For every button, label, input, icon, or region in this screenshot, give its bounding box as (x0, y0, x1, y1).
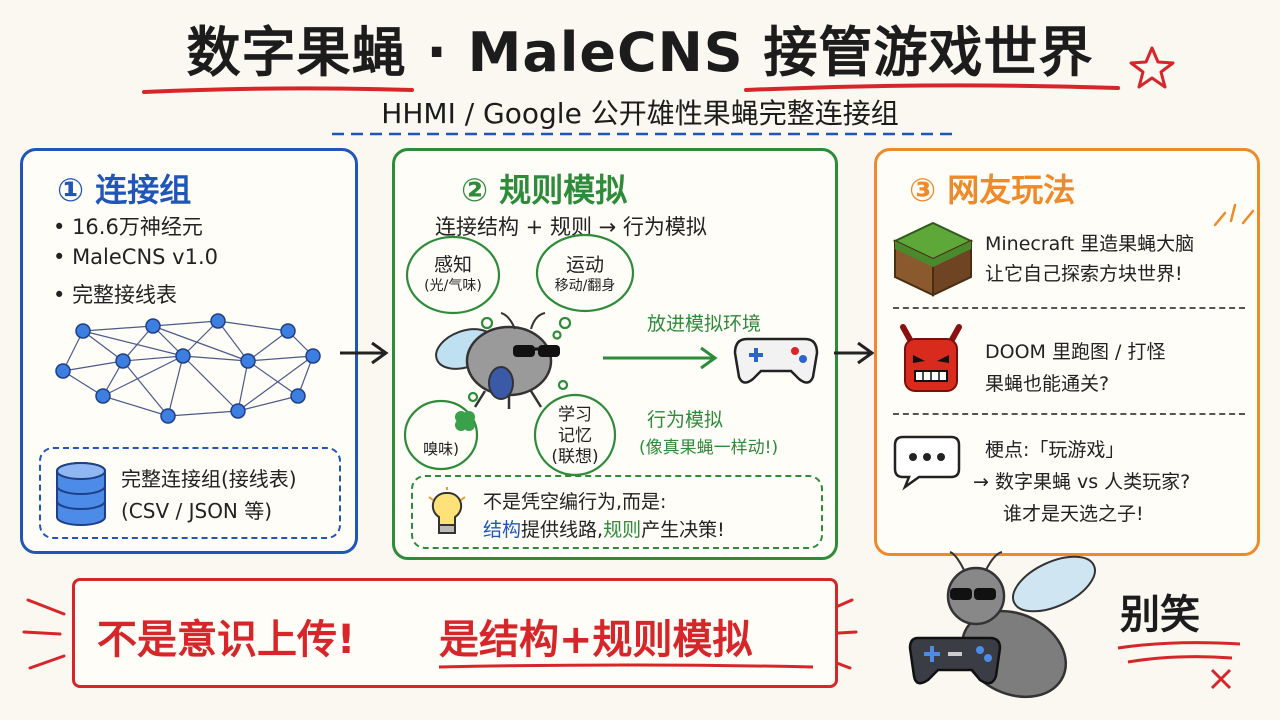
fly-gamer-mascot (908, 551, 1096, 699)
note-line2: 结构提供线路,规则产生决策! (483, 519, 725, 541)
item1-line1: Minecraft 里造果蝇大脑 (985, 233, 1195, 255)
bubble-sense: 感知 (光/气味) (424, 254, 482, 295)
thought-bubbles (403, 233, 635, 477)
database-box: 完整连接组(接线表) (CSV / JSON 等) (39, 447, 341, 539)
panel2-title: ② 规则模拟 (461, 171, 628, 209)
bullet-wiring: • 完整接线表 (53, 283, 178, 307)
corner-label-marks (1117, 641, 1241, 690)
corner-label: 别笑 (1120, 592, 1200, 638)
panel2-subtitle: 连接结构 + 规则 → 行为模拟 (435, 215, 707, 239)
sparkle-icon (1213, 203, 1255, 227)
bullet-neurons: • 16.6万神经元 (53, 215, 203, 239)
db-line1: 完整连接组(接线表) (121, 467, 297, 491)
panel-rule-simulation: ② 规则模拟 连接结构 + 规则 → 行为模拟 感知 (光/气味) 运动 移动/… (392, 148, 838, 560)
item3-line1: 梗点:「玩游戏」 (985, 439, 1125, 461)
note-line1: 不是凭空编行为,而是: (483, 491, 667, 513)
speech-bubble-icon (893, 435, 961, 491)
arrow-right-icon (340, 341, 389, 365)
page-title: 数字果蝇 · MaleCNS 接管游戏世界 (186, 21, 1094, 84)
lightbulb-icon (428, 487, 466, 534)
db-line2: (CSV / JSON 等) (121, 499, 273, 523)
minecraft-block-icon (892, 221, 974, 297)
game-controller-icon (733, 337, 819, 384)
panel1-title: ① 连接组 (57, 171, 192, 209)
item2-line2: 果蝇也能通关? (985, 373, 1110, 395)
title-underline-left (142, 86, 414, 94)
bubble-smell: 嗅味) (405, 409, 477, 460)
arrow-right-icon-2 (834, 341, 875, 365)
banner-part1: 不是意识上传! (97, 617, 356, 663)
arrow-label: 放进模拟环境 (647, 313, 762, 335)
network-graph-illustration (55, 313, 321, 424)
demon-face-icon (900, 324, 962, 392)
panel-netizen-play: ③ 网友玩法 Minecraft 里造果蝇大脑 让它自己探索方块世界! DOOM… (874, 148, 1260, 556)
item3-line3: 谁才是天选之子! (1003, 503, 1144, 525)
note-box: 不是凭空编行为,而是: 结构提供线路,规则产生决策! (411, 475, 823, 549)
banner-part2: 是结构+规则模拟 (439, 617, 753, 663)
bullet-version: • MaleCNS v1.0 (53, 245, 219, 269)
subtitle-underline (332, 132, 956, 136)
bubble-motion: 运动 移动/翻身 (554, 254, 616, 295)
item3-line2: → 数字果蝇 vs 人类玩家? (973, 471, 1191, 493)
item2-line1: DOOM 里跑图 / 打怪 (985, 341, 1166, 363)
title-underline-right (744, 83, 1120, 92)
fly-with-sunglasses-illustration (435, 312, 560, 409)
divider-1 (893, 307, 1245, 309)
panel3-title: ③ 网友玩法 (909, 171, 1076, 209)
database-icon (56, 462, 106, 526)
arrow-to-env (603, 346, 718, 370)
star-icon (1129, 46, 1175, 89)
bubble-learn: 学习 记忆 (联想) (551, 405, 599, 467)
page-subtitle: HHMI / Google 公开雄性果蝇完整连接组 (381, 97, 899, 130)
item1-line2: 让它自己探索方块世界! (985, 263, 1183, 285)
clover-icon (455, 411, 475, 431)
divider-2 (893, 413, 1245, 415)
panel-connectome: ① 连接组 • 16.6万神经元 • MaleCNS v1.0 • 完整接线表 (20, 148, 358, 554)
conclusion-banner: 不是意识上传! 是结构+规则模拟 (72, 578, 838, 688)
behavior-line1: 行为模拟 (647, 409, 724, 431)
banner-part2-underline (438, 663, 814, 669)
behavior-line2: (像真果蝇一样动!) (639, 438, 779, 458)
